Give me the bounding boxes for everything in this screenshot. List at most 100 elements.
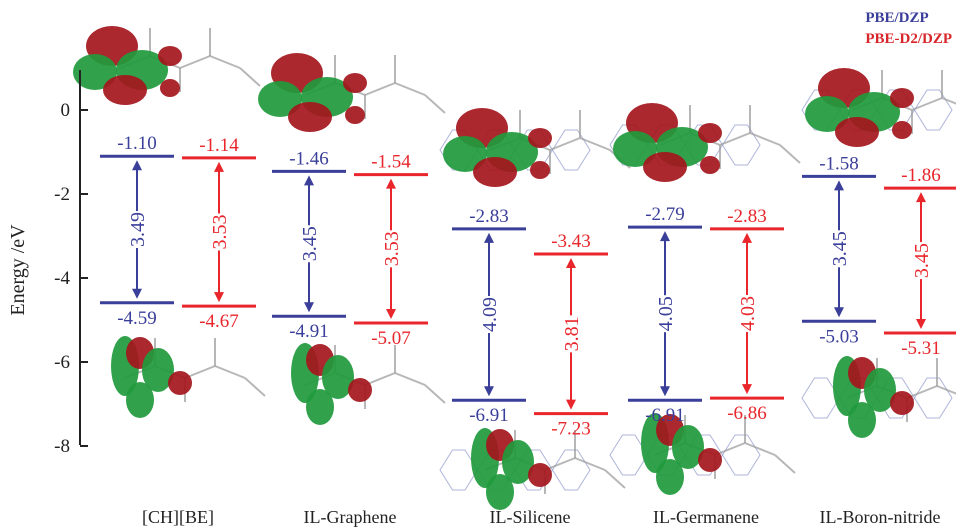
pbed2-level-set: -1.86-5.313.45	[884, 165, 956, 359]
molecule-bond	[424, 384, 446, 404]
pbed2-gap-label: 3.53	[381, 231, 403, 266]
lattice-hexagon	[913, 89, 953, 131]
orbital-lobe	[486, 474, 514, 510]
molecule-bond	[604, 469, 626, 489]
orbital-lobe	[343, 73, 367, 93]
pbe-gap-arrowhead-down	[484, 386, 494, 397]
pbe-gap-label-backing	[125, 210, 151, 248]
pbe-homo-label: -6.91	[645, 405, 685, 426]
pbe-gap-arrowhead-up	[834, 180, 844, 191]
pbe-gap-label-backing	[827, 230, 853, 268]
molecule-bond	[744, 442, 776, 456]
molecule-bond	[574, 457, 606, 471]
pbed2-homo-label: -5.31	[901, 338, 941, 359]
molecule-bond	[911, 97, 943, 111]
pbe-gap-arrowhead-up	[304, 175, 314, 186]
y-tick-label: -8	[54, 436, 70, 457]
pbe-gap-arrowhead-down	[660, 386, 670, 397]
orbital-lobe	[348, 378, 372, 402]
lattice-hexagon	[551, 129, 591, 171]
pbed2-gap-label: 3.53	[209, 215, 231, 250]
orbital-lobe	[160, 79, 180, 97]
orbital-lobe	[700, 156, 720, 174]
pbed2-homo-label: -5.07	[371, 328, 411, 349]
x-category-label: IL-Graphene	[304, 507, 397, 527]
pbed2-gap-label-backing	[909, 242, 935, 280]
pbe-gap-label: 3.45	[829, 231, 851, 266]
molecule-bond	[364, 82, 396, 96]
pbed2-gap-label-backing	[559, 315, 585, 353]
pbed2-level-set: -3.43-7.233.81	[534, 231, 608, 440]
orbital-lobe	[103, 75, 147, 105]
orbital-lobe	[73, 54, 117, 90]
orbital-lobe	[805, 96, 849, 132]
molecule-bond	[906, 385, 938, 399]
molecule-bond	[544, 457, 576, 471]
lattice-hexagon	[721, 434, 761, 476]
pbed2-lumo-label: -3.43	[551, 231, 591, 252]
y-axis: 0-2-4-6-8	[54, 70, 88, 457]
molecule-bond	[394, 82, 426, 96]
orbital-lobe	[258, 81, 302, 117]
orbital-lobe	[864, 368, 896, 412]
molecule-bond	[214, 365, 246, 379]
molecule-bond	[424, 94, 446, 114]
molecule-bond	[719, 132, 751, 146]
pbe-level-set: -1.10-4.593.49	[100, 133, 174, 329]
y-tick-label: -2	[54, 184, 70, 205]
pbed2-gap-arrowhead-up	[566, 258, 576, 269]
pbed2-lumo-label: -1.14	[199, 135, 239, 156]
y-axis-label: Energy /eV	[7, 224, 29, 316]
pbe-gap-label: 3.49	[127, 212, 149, 247]
legend-entry-pbe: PBE/DZP	[865, 10, 929, 26]
pbe-gap-arrowhead-down	[304, 302, 314, 313]
orbital-lobe	[698, 123, 722, 143]
x-category-label: IL-Boron-nitride	[820, 507, 941, 527]
molecule-bond	[549, 137, 581, 151]
pbed2-gap-arrowhead-down	[742, 384, 752, 395]
pbe-level-set: -1.46-4.913.45	[272, 148, 346, 342]
molecule-bond	[936, 385, 956, 395]
y-tick-label: -4	[54, 268, 70, 289]
orbital-lobe	[142, 348, 174, 392]
pbe-level-set: -2.79-6.914.05	[628, 204, 702, 426]
molecule-bond	[244, 377, 266, 397]
orbital-lobe	[643, 152, 687, 182]
molecule-bond	[714, 442, 746, 456]
x-category-label: [CH][BE]	[142, 507, 214, 527]
x-category-label: IL-Germanene	[653, 507, 759, 527]
pbe-gap-label-backing	[653, 295, 679, 333]
orbital-lobe	[892, 121, 912, 139]
orbital-lobe	[306, 389, 334, 425]
orbital-lobe	[672, 425, 704, 469]
legend: PBE/DZP PBE-D2/DZP	[865, 8, 952, 50]
lattice-hexagon	[551, 449, 591, 491]
orbital-lobe	[835, 117, 879, 147]
pbed2-gap-label: 4.03	[737, 296, 759, 331]
pbed2-lumo-label: -1.86	[901, 165, 941, 186]
molecule-bond	[239, 67, 261, 87]
orbital-lobe	[322, 355, 354, 399]
molecule-bond	[579, 137, 611, 151]
pbed2-lumo-label: -1.54	[371, 152, 411, 173]
orbital-lobe	[168, 371, 192, 395]
orbital-lobe	[848, 402, 876, 438]
legend-entry-pbed2: PBE-D2/DZP	[865, 31, 952, 47]
molecule-bond	[749, 132, 781, 146]
molecule-bond	[394, 372, 426, 386]
pbe-gap-label: 4.09	[479, 297, 501, 332]
pbe-homo-label: -4.91	[289, 321, 329, 342]
orbital-lobe	[126, 382, 154, 418]
pbe-gap-label-backing	[477, 296, 503, 334]
pbe-lumo-label: -2.79	[645, 204, 685, 225]
energy-levels: -1.10-4.593.49-1.14-4.673.53-1.46-4.913.…	[100, 133, 956, 440]
pbe-homo-label: -4.59	[117, 308, 157, 329]
pbe-homo-label: -5.03	[819, 326, 859, 347]
pbed2-homo-label: -4.67	[199, 311, 239, 332]
molecule-bond	[779, 144, 801, 164]
lattice-hexagon	[913, 377, 953, 419]
pbe-level-set: -1.58-5.033.45	[802, 153, 876, 347]
orbital-lobe	[528, 463, 552, 487]
